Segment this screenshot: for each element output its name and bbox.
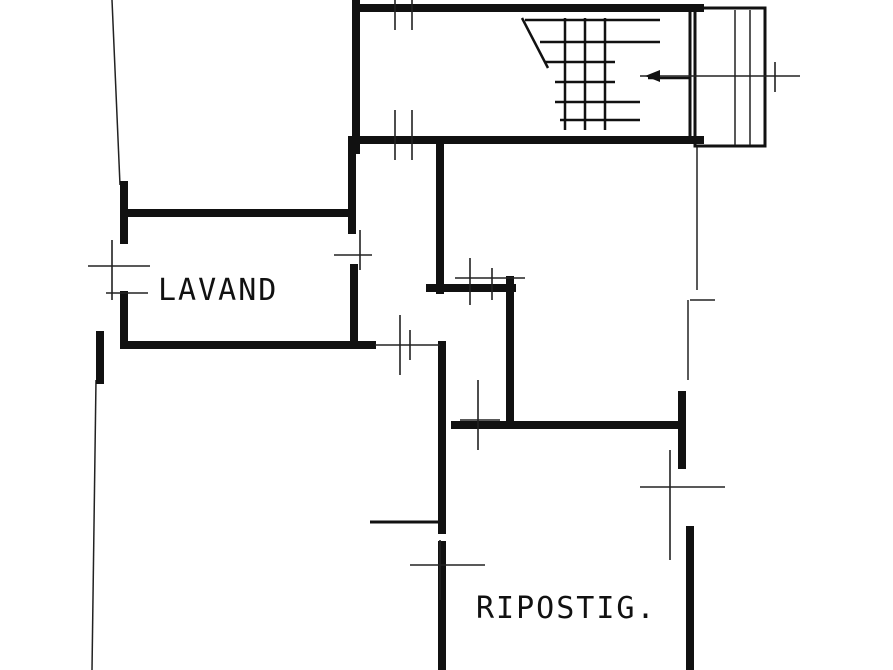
left-guide-line-upper [111, 0, 121, 186]
stair-block [352, 0, 800, 160]
corridor-walls [370, 136, 725, 670]
room-label-ripostig: RIPOSTIG. [476, 591, 657, 626]
direction-arrow-icon [645, 70, 660, 82]
left-guide-line-lower [91, 379, 97, 670]
lavand-room-walls [88, 136, 440, 384]
room-label-lavand: LAVAND [158, 273, 278, 308]
